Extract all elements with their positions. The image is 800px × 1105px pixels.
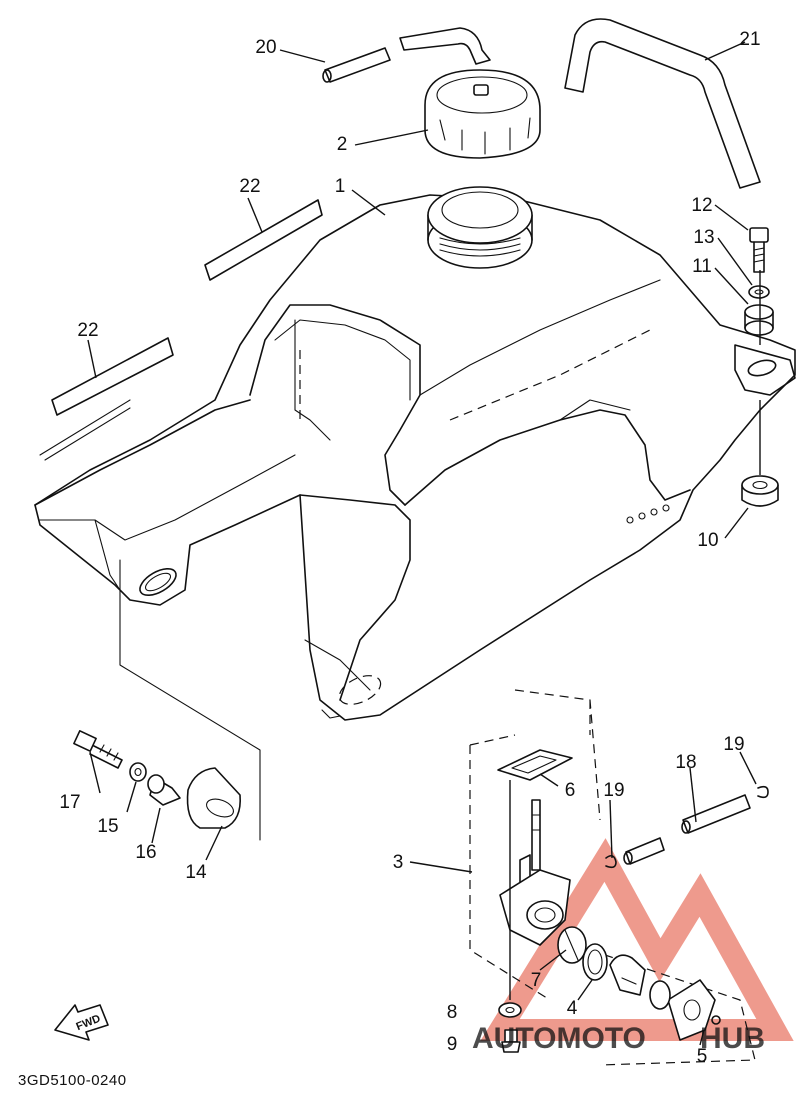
callout-11: 11 (692, 256, 712, 277)
callout-7: 7 (531, 970, 542, 991)
lever-part (609, 954, 646, 996)
bolt-17 (73, 730, 123, 769)
strainer-7 (557, 926, 587, 964)
assembly-line-left (119, 559, 261, 841)
part-code: 3GD5100-0240 (18, 1072, 127, 1089)
leader-lines (87, 41, 757, 1046)
callout-2: 2 (337, 134, 348, 155)
damper-14 (186, 767, 242, 829)
callout-16: 16 (135, 842, 156, 863)
fuel-hose-18 (623, 794, 751, 865)
collar-11 (744, 304, 774, 336)
oring-4 (582, 943, 608, 981)
fwd-arrow-icon (54, 1004, 109, 1041)
collar-16 (147, 774, 181, 806)
watermark-text-1: AUTOMOTO (472, 1022, 646, 1055)
callout-22-upper: 22 (239, 176, 260, 197)
screw-9 (501, 1029, 521, 1053)
callout-18: 18 (675, 752, 696, 773)
rubber-strip-lower (51, 337, 174, 416)
callout-labels: 1 2 3 4 5 6 7 8 9 10 11 12 13 14 15 16 1… (59, 29, 760, 1067)
bolt-12 (749, 227, 769, 273)
fuel-cock-body (499, 799, 571, 946)
callout-19-left: 19 (603, 780, 624, 801)
callout-9: 9 (447, 1034, 458, 1055)
filler-neck (427, 186, 533, 269)
callout-10: 10 (697, 530, 718, 551)
callout-15: 15 (97, 816, 118, 837)
washer-15 (129, 762, 147, 782)
fuel-tank (34, 194, 796, 721)
rubber-strip-upper (204, 199, 323, 281)
callout-5: 5 (697, 1046, 708, 1067)
hose-clip-19-left (605, 854, 617, 869)
callout-17: 17 (59, 792, 80, 813)
cover-plate-5 (649, 979, 721, 1041)
callout-3: 3 (393, 852, 404, 873)
callout-20: 20 (255, 37, 276, 58)
fuel-cap (424, 69, 541, 159)
washer-8 (498, 1002, 522, 1018)
washer-13 (748, 285, 770, 299)
callout-22-lower: 22 (77, 320, 98, 341)
callout-4: 4 (567, 998, 578, 1019)
callout-8: 8 (447, 1002, 458, 1023)
callout-13: 13 (693, 227, 714, 248)
breather-hose (322, 27, 491, 83)
gasket-6 (497, 749, 573, 781)
hose-clip-19-right (757, 785, 769, 799)
callout-14: 14 (185, 862, 207, 883)
grommet-10 (741, 475, 779, 507)
callout-12: 12 (691, 195, 712, 216)
callout-1: 1 (335, 176, 346, 197)
strip-guide-lines (39, 399, 131, 461)
callout-19-right: 19 (723, 734, 744, 755)
watermark-text: AUTOMOTO HUB (472, 1022, 765, 1055)
callout-6: 6 (565, 780, 576, 801)
watermark-logo (480, 838, 794, 1041)
watermark-text-2: HUB (700, 1022, 765, 1055)
tank-strap (564, 18, 761, 189)
fuel-cock-outline (469, 689, 756, 1066)
callout-21: 21 (739, 29, 760, 50)
